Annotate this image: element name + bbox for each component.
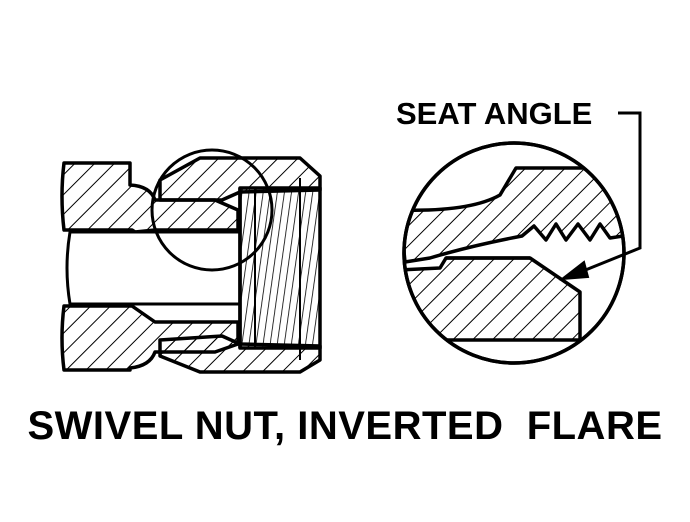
detail-indicator-circle xyxy=(150,148,274,272)
section-view xyxy=(60,148,322,374)
diagram-caption: SWIVEL NUT, INVERTED FLARE xyxy=(27,404,663,448)
detail-view xyxy=(402,141,626,365)
seat-angle-leader xyxy=(558,111,642,281)
tube-bore xyxy=(65,230,242,306)
detail-nut-section xyxy=(404,166,624,264)
seat-angle-label: SEAT ANGLE xyxy=(396,96,593,131)
fitting-body-upper xyxy=(60,161,240,234)
seat-angle-arrowhead xyxy=(558,260,590,281)
thread-zone xyxy=(238,186,322,350)
